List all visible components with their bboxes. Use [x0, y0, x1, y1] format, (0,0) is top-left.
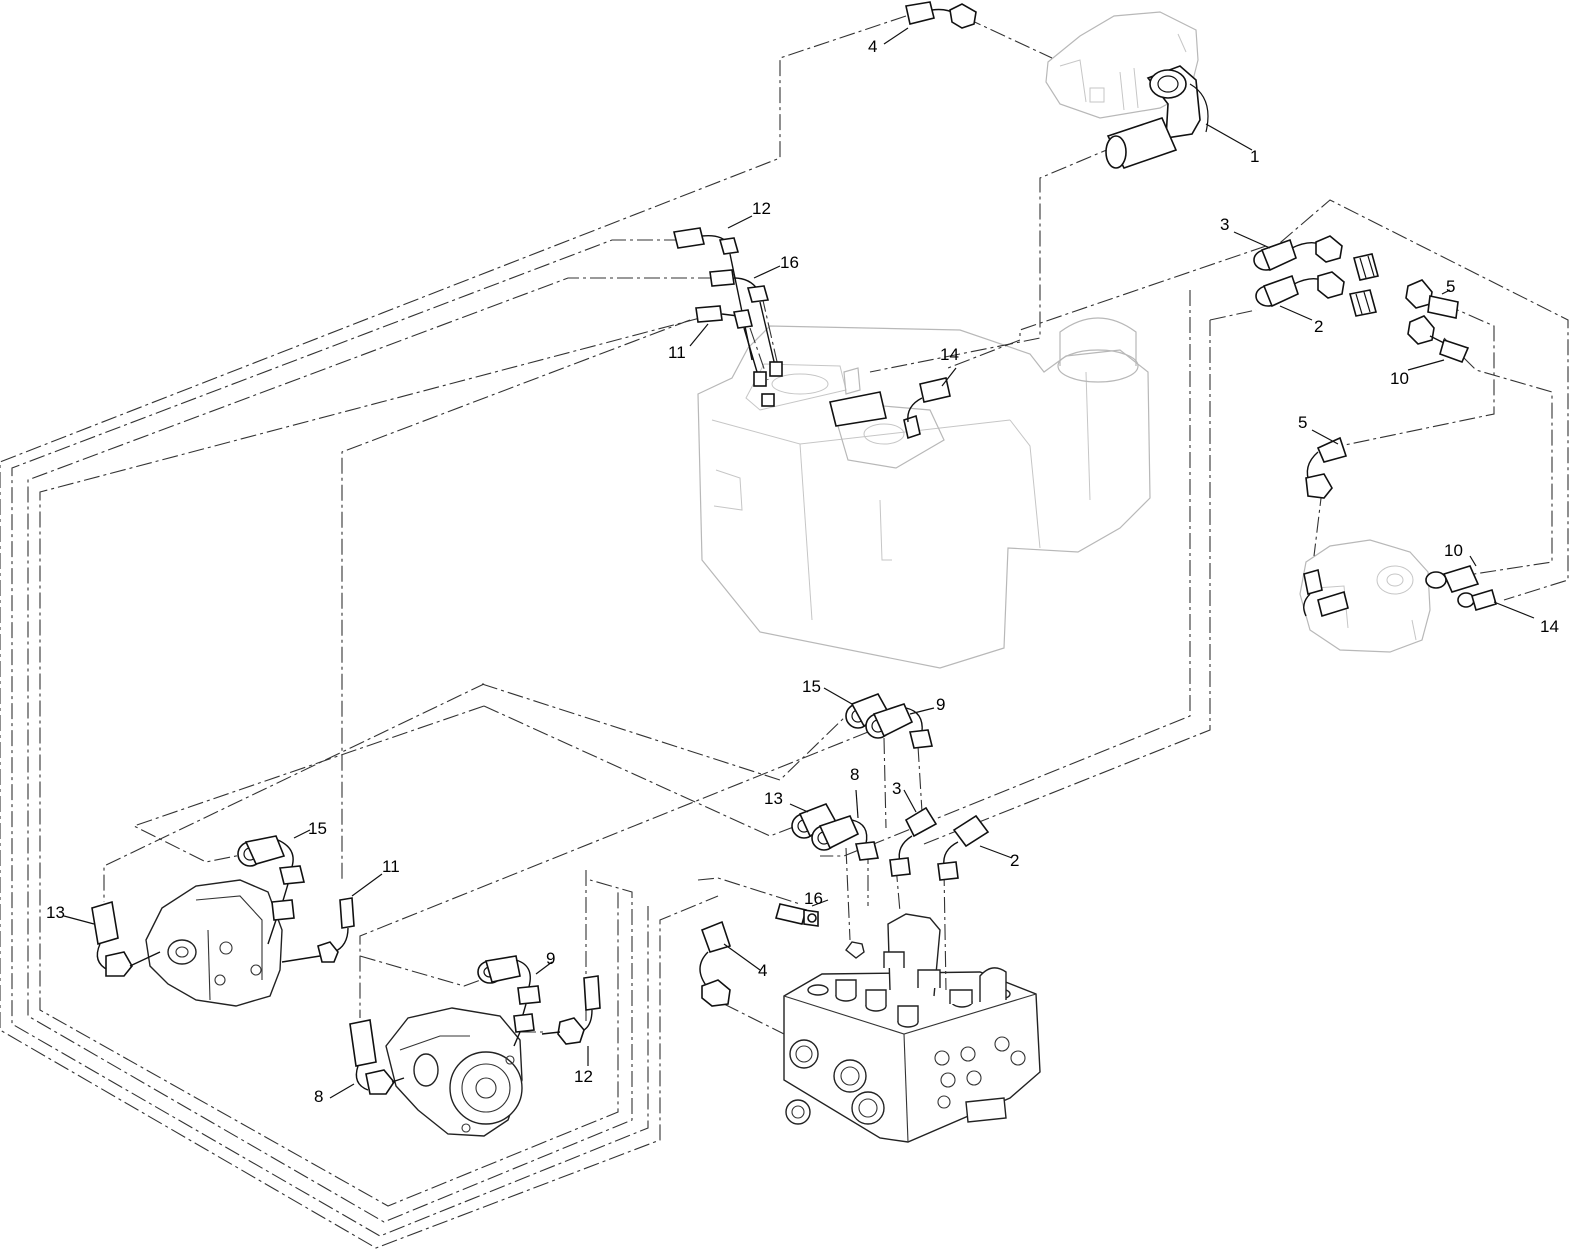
left-pump [145, 879, 283, 1007]
fitting-5-top [1405, 279, 1459, 319]
leader-lines [63, 27, 1535, 1099]
steering-valve-ghost [1045, 11, 1199, 119]
fitting-4-top [905, 1, 977, 29]
tee-fittings-15-9-mid [845, 693, 933, 749]
callout-13-left: 13 [46, 903, 65, 922]
callout-4-top: 4 [868, 37, 877, 56]
fitting-2-mid [937, 814, 990, 881]
right-pump-ports [1303, 568, 1349, 618]
fitting-14-top [907, 377, 951, 423]
elbow-fitting-1 [1105, 65, 1209, 169]
fitting-12-low [541, 975, 601, 1045]
fitting-13-left [91, 900, 161, 977]
callout-14-top: 14 [940, 345, 959, 364]
fitting-14-right [1457, 589, 1497, 611]
fitting-10-top [1407, 315, 1470, 364]
adapters-top [1349, 253, 1379, 317]
fitting-9-low [477, 955, 541, 1047]
fitting-3-top [1253, 235, 1343, 272]
fitting-16-top [709, 269, 777, 371]
callout-8-low: 8 [314, 1087, 323, 1106]
fitting-2-top [1255, 271, 1345, 308]
fitting-16-low [774, 903, 819, 927]
right-pump-ghost [1299, 539, 1431, 653]
callout-1: 1 [1250, 147, 1259, 166]
fitting-12-top [673, 227, 753, 361]
fitting-3-mid [889, 806, 938, 877]
fitting-4-low [699, 920, 732, 1007]
fitting-11-left [281, 897, 355, 963]
callout-11-left: 11 [382, 857, 400, 876]
callout-2-top: 2 [1314, 317, 1323, 336]
callout-10-mid: 10 [1444, 541, 1463, 560]
callout-13-mid: 13 [764, 789, 783, 808]
callout-9-low: 9 [546, 949, 555, 968]
hydraulic-tank-ghost [697, 317, 1151, 669]
callout-3-mid: 3 [892, 779, 901, 798]
callout-2-mid: 2 [1010, 851, 1019, 870]
callout-numbers: 4 1 12 16 11 14 3 2 5 10 5 10 14 15 9 13… [46, 37, 1559, 1106]
callout-4-low: 4 [758, 961, 767, 980]
fitting-5-mid [1305, 436, 1348, 499]
callout-16-top: 16 [780, 253, 799, 272]
callout-11-top: 11 [668, 343, 686, 362]
callout-5-top: 5 [1446, 277, 1455, 296]
callout-12-top: 12 [752, 199, 771, 218]
fitting-15-left [237, 835, 306, 945]
callout-15-mid: 15 [802, 677, 821, 696]
callout-8-mid: 8 [850, 765, 859, 784]
callout-10-top: 10 [1390, 369, 1409, 388]
center-pump [385, 1007, 523, 1137]
callout-16-low: 16 [804, 889, 823, 908]
fitting-8-low [349, 1019, 405, 1095]
tee-fittings-13-8-mid [791, 803, 879, 861]
fitting-11-top [695, 305, 761, 383]
callout-5-mid: 5 [1298, 413, 1307, 432]
hose-routing-lines [0, 15, 1569, 1249]
callout-12-low: 12 [574, 1067, 593, 1086]
callout-9-mid: 9 [936, 695, 945, 714]
tank-cap-fittings [753, 361, 921, 440]
control-valve-manifold [783, 913, 1041, 1143]
callout-15-left: 15 [308, 819, 327, 838]
fitting-10-right [1425, 565, 1480, 593]
callout-14-right: 14 [1540, 617, 1559, 636]
callout-3-top: 3 [1220, 215, 1229, 234]
